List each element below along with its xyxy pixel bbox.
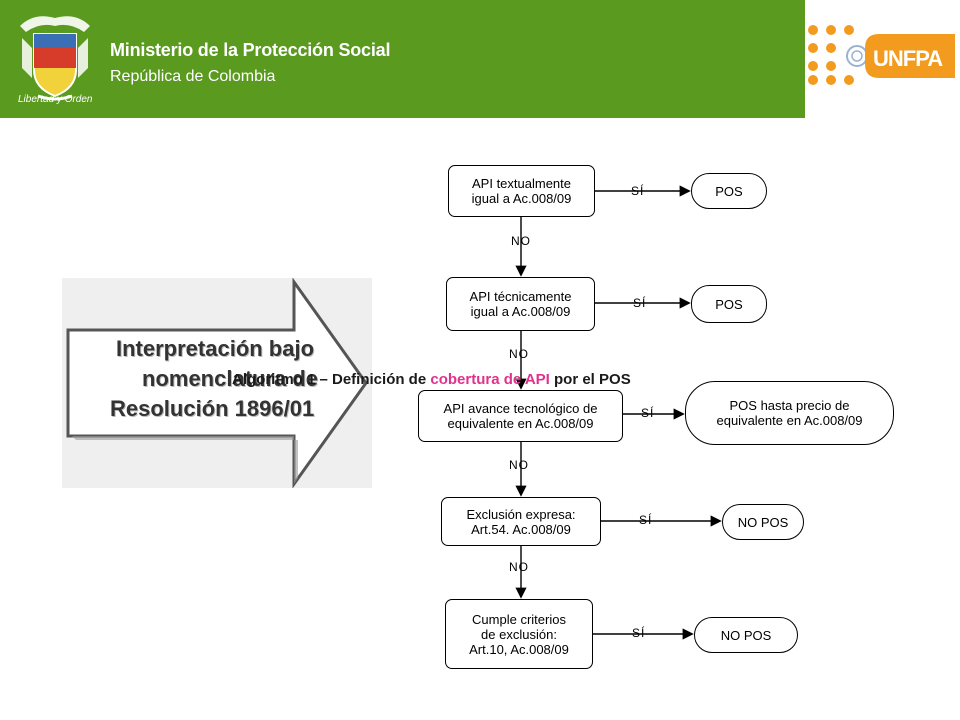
yes-label-1: SÍ	[631, 184, 645, 198]
decision-3: API avance tecnológico de equivalente en…	[418, 390, 623, 442]
result-4: NO POS	[722, 504, 804, 540]
caption-suffix: por el POS	[549, 371, 631, 388]
no-label-3: NO	[509, 458, 529, 472]
caption-highlight: cobertura de API	[430, 371, 550, 388]
colombia-coat-of-arms-icon	[20, 16, 90, 101]
no-label-1: NO	[511, 234, 531, 248]
algorithm-caption: Algoritmo 1 – Definición de cobertura de…	[232, 371, 631, 388]
result-2: POS	[691, 285, 767, 323]
caption-prefix: Algoritmo 1 – Definición de	[232, 371, 431, 388]
result-3: POS hasta precio de equivalente en Ac.00…	[685, 381, 894, 445]
unfpa-dots-icon	[808, 25, 955, 85]
decision-5: Cumple criterios de exclusión: Art.10, A…	[445, 599, 593, 669]
unfpa-logo: UNFPA	[805, 20, 955, 92]
yes-label-2: SÍ	[633, 296, 647, 310]
no-label-4: NO	[509, 560, 529, 574]
motto-text: Libertad y Orden	[18, 94, 93, 105]
yes-label-5: SÍ	[632, 626, 646, 640]
result-1: POS	[691, 173, 767, 209]
header-bar: Libertad y Orden Ministerio de la Protec…	[0, 0, 805, 118]
arrow-text-line3: Resolución 1896/01	[110, 396, 315, 421]
interpretation-arrow	[62, 278, 372, 488]
arrow-text-line2: nomenclatura de	[142, 366, 319, 391]
unfpa-wordmark: UNFPA	[873, 46, 943, 71]
ministry-title: Ministerio de la Protección Social	[110, 40, 391, 60]
republic-subtitle: República de Colombia	[110, 68, 276, 85]
result-5: NO POS	[694, 617, 798, 653]
decision-1: API textualmente igual a Ac.008/09	[448, 165, 595, 217]
decision-2: API técnicamente igual a Ac.008/09	[446, 277, 595, 331]
yes-label-4: SÍ	[639, 513, 653, 527]
yes-label-3: SÍ	[641, 406, 655, 420]
decision-4: Exclusión expresa: Art.54. Ac.008/09	[441, 497, 601, 546]
no-label-2: NO	[509, 347, 529, 361]
arrow-text-line1: Interpretación bajo	[116, 336, 315, 361]
